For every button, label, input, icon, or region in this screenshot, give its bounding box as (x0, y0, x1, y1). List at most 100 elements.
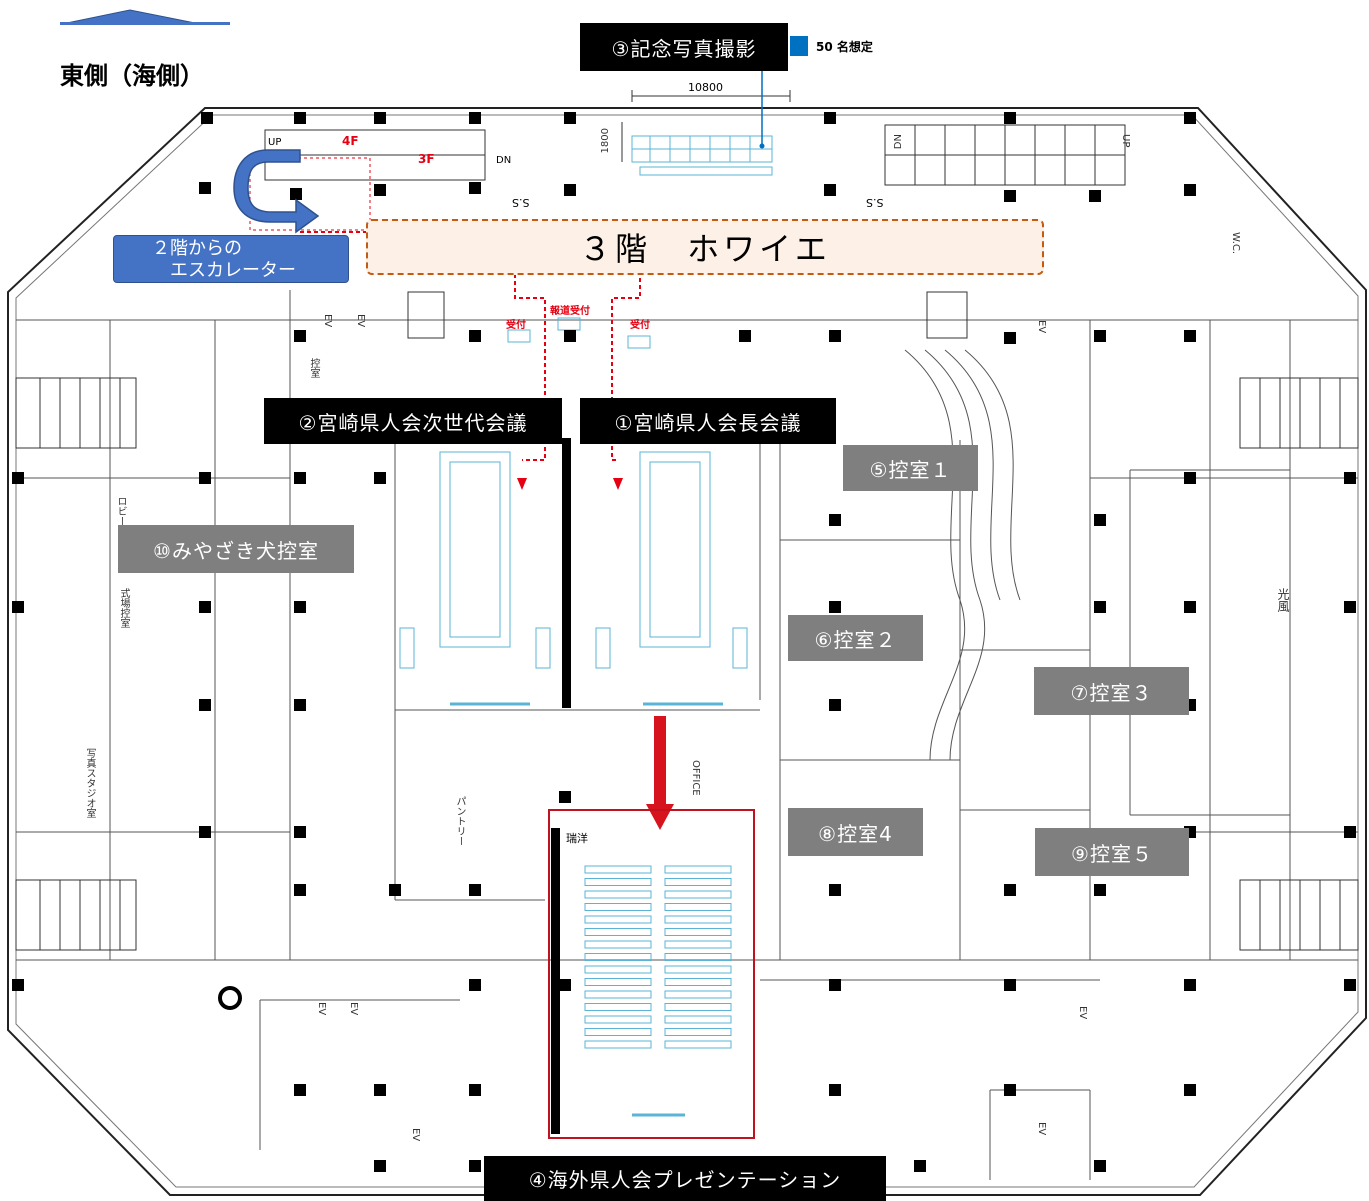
seat-row (584, 978, 652, 986)
photo-width-dimension: 10800 (688, 81, 723, 94)
room-2-next-gen-meeting: ②宮崎県人会次世代会議 (264, 398, 562, 444)
column (469, 112, 481, 124)
column (1184, 112, 1196, 124)
label-press-reception: 報道受付 (550, 306, 590, 317)
seat-row (584, 1028, 652, 1036)
seat-row (664, 990, 732, 999)
column (829, 699, 841, 711)
label-ev-7: EV (1077, 1006, 1088, 1020)
column (201, 112, 213, 124)
seat-row (664, 1040, 732, 1049)
column (1004, 332, 1016, 344)
column (829, 330, 841, 342)
column (294, 330, 306, 342)
column (469, 182, 481, 194)
label-ev-3: EV (1036, 320, 1047, 334)
seat-row (584, 1040, 652, 1049)
label-reception-2: 受付 (630, 320, 650, 331)
column (829, 1084, 841, 1096)
column (559, 791, 571, 803)
label-ev-4: EV (316, 1002, 327, 1016)
column (469, 330, 481, 342)
column (829, 514, 841, 526)
escalator-from-2f: ２階からの エスカレーター (113, 235, 349, 283)
label-4f: 4F (342, 134, 359, 148)
column (294, 472, 306, 484)
column (374, 472, 386, 484)
room-4-presentation: ④海外県人会プレゼンテーション (484, 1156, 886, 1201)
seat-row (664, 978, 732, 986)
seat-row (664, 865, 732, 874)
label-ev-5: EV (348, 1002, 359, 1016)
photo-area-drawing (631, 135, 773, 176)
room-1-presidents-meeting: ①宮崎県人会長会議 (580, 398, 836, 444)
label-hall-name: 瑞洋 (566, 832, 588, 845)
label-ev-6: EV (410, 1128, 421, 1142)
room-8-waiting: ⑧控室4 (788, 808, 923, 856)
label-ev-8: EV (1036, 1122, 1047, 1136)
column (374, 184, 386, 196)
seat-row (664, 890, 732, 899)
room-3-photo-label: ③記念写真撮影 (580, 23, 788, 71)
column (829, 884, 841, 896)
escalator-label-line2: エスカレーター (170, 260, 296, 281)
building-outline (7, 107, 1367, 1196)
label-dn-left: DN (496, 155, 512, 166)
photo-capacity-label: 50 名想定 (816, 40, 873, 54)
foyer-3f: ３階 ホワイエ (366, 219, 1044, 275)
room-5-waiting: ⑤控室１ (843, 445, 978, 491)
column (389, 884, 401, 896)
column (1089, 190, 1101, 202)
seat-row (584, 915, 652, 924)
column (374, 1160, 386, 1172)
seat-row (664, 903, 732, 911)
column (739, 330, 751, 342)
column (1004, 884, 1016, 896)
label-waiting-small: 控室 (308, 358, 319, 378)
column (1184, 979, 1196, 991)
column (12, 601, 24, 613)
label-3f: 3F (418, 152, 435, 166)
seat-row (664, 1028, 732, 1036)
column (1344, 826, 1356, 838)
seat-row (664, 915, 732, 924)
seat-row (584, 953, 652, 961)
room-6-waiting: ⑥控室２ (788, 615, 923, 661)
column (294, 1084, 306, 1096)
seat-row (664, 940, 732, 949)
escalator-arrow-icon (233, 149, 320, 234)
column (1004, 112, 1016, 124)
seat-row (584, 865, 652, 874)
seat-row (584, 903, 652, 911)
label-lobby: ロビー (115, 496, 126, 526)
column (1094, 514, 1106, 526)
label-wc: W.C. (1230, 232, 1241, 255)
column (824, 184, 836, 196)
column (1184, 1084, 1196, 1096)
column (469, 979, 481, 991)
column (199, 472, 211, 484)
column (12, 472, 24, 484)
column (1184, 184, 1196, 196)
column (564, 112, 576, 124)
label-ceremony-waiting: 式場控室 (118, 588, 129, 628)
column (1004, 1084, 1016, 1096)
seat-row (584, 940, 652, 949)
column (1004, 190, 1016, 202)
seat-row (584, 890, 652, 899)
label-up-right: UP (1120, 134, 1131, 148)
column (559, 979, 571, 991)
column (294, 826, 306, 838)
seat-row (664, 878, 732, 886)
column (1004, 979, 1016, 991)
column (374, 1084, 386, 1096)
label-reception-1: 受付 (506, 320, 526, 331)
column (1344, 601, 1356, 613)
column (1344, 472, 1356, 484)
seat-row (584, 928, 652, 936)
column (1184, 601, 1196, 613)
column (1344, 979, 1356, 991)
label-dn-right: DN (893, 134, 904, 150)
seat-row (664, 953, 732, 961)
